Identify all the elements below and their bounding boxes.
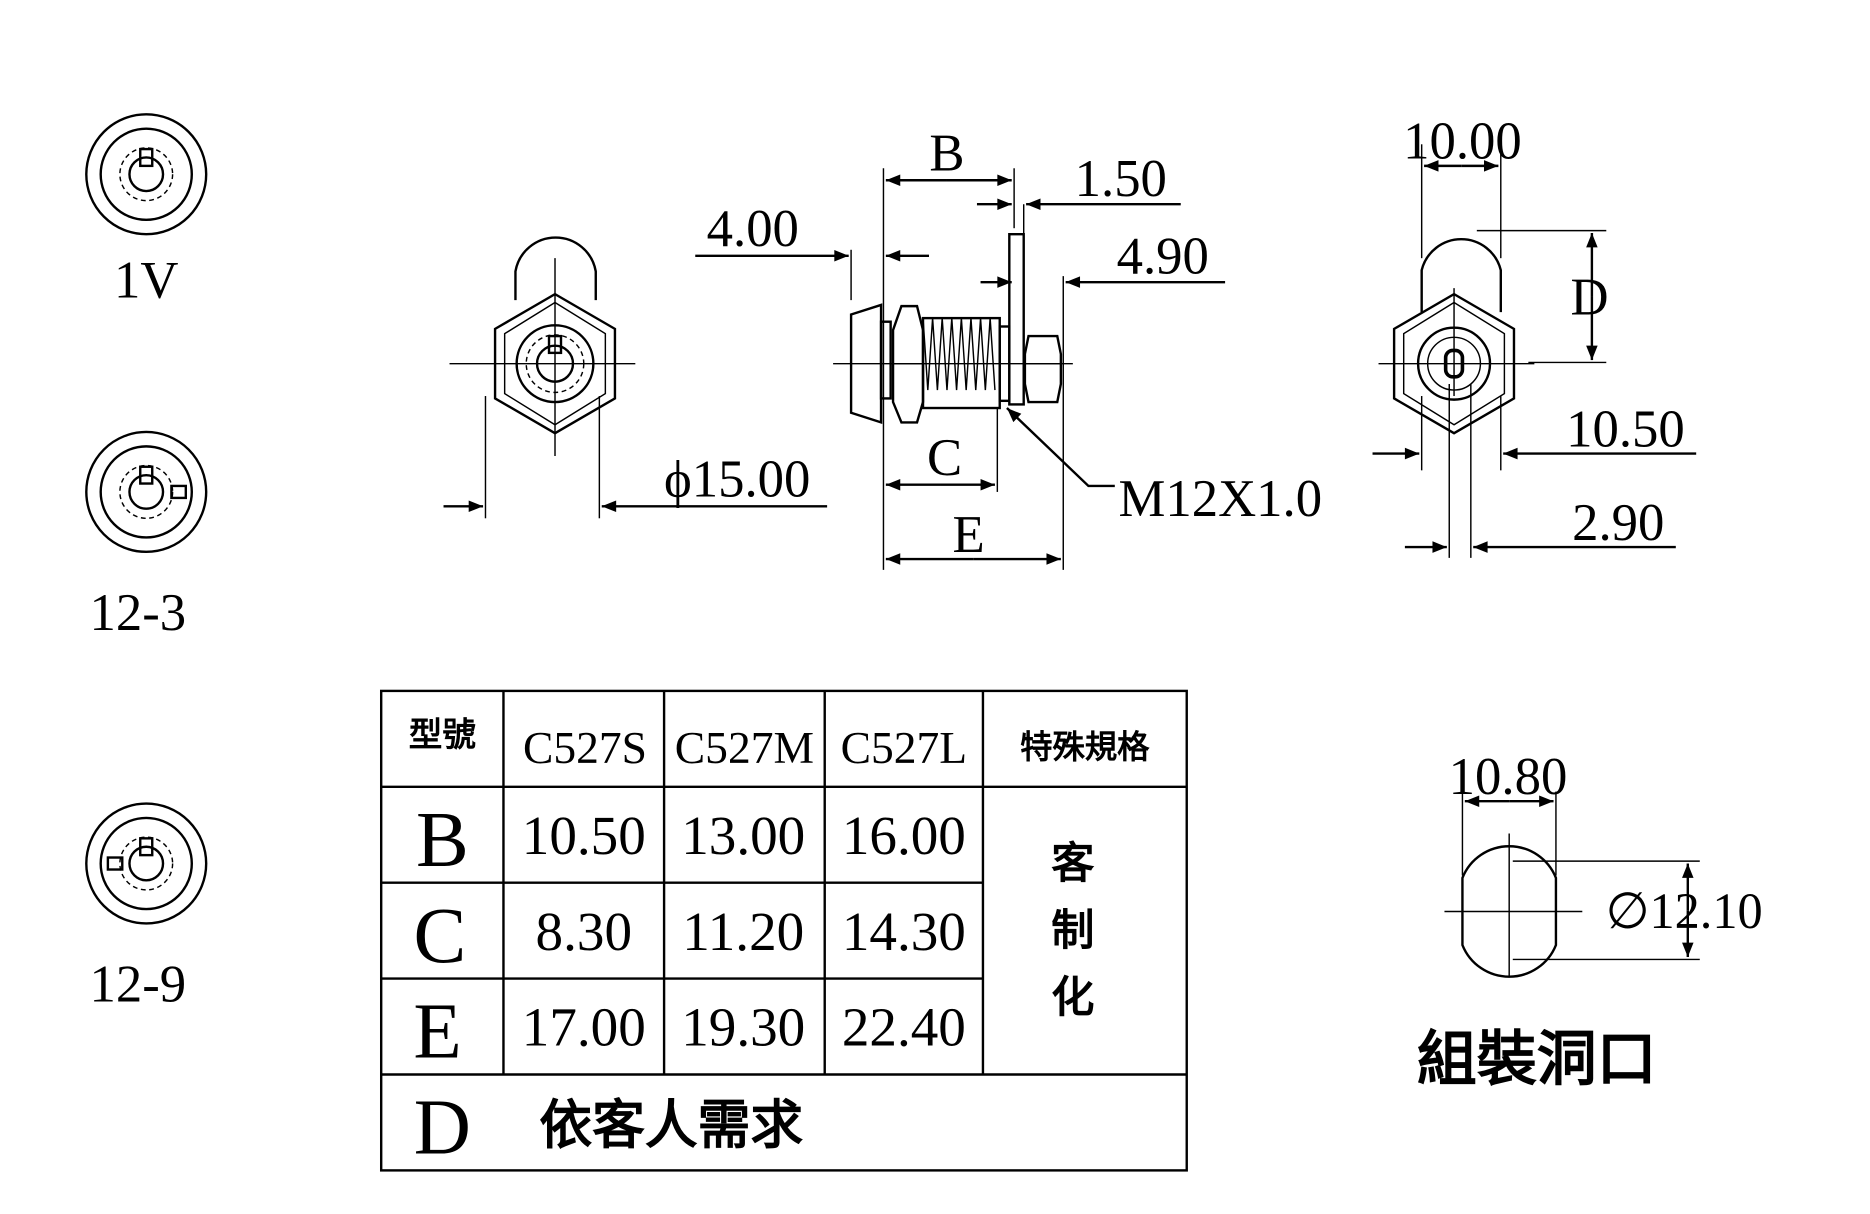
spec-table: 型號 C527S C527M C527L 特殊規格 B 10.50 13.00 … bbox=[379, 689, 1188, 1172]
dim-4-00-label: 4.00 bbox=[707, 200, 799, 258]
dim-1-50-label: 1.50 bbox=[1075, 150, 1167, 208]
header-model: 型號 bbox=[409, 715, 477, 754]
hole-width-label: 10.80 bbox=[1449, 748, 1568, 806]
row-dim-c: C bbox=[414, 893, 467, 980]
header-c527m: C527M bbox=[675, 722, 814, 773]
dim-e-label: E bbox=[952, 506, 984, 564]
cell-value: 8.30 bbox=[536, 901, 632, 962]
cell-value: 16.00 bbox=[842, 805, 966, 866]
dim-2-90-label: 2.90 bbox=[1572, 494, 1664, 552]
key-type-12-9: 12-9 bbox=[85, 802, 208, 1013]
cell-value: 19.30 bbox=[681, 997, 805, 1058]
cell-value: 10.50 bbox=[522, 805, 646, 866]
special-char: 客 bbox=[1051, 839, 1095, 889]
header-c527l: C527L bbox=[841, 722, 968, 773]
front-view: ϕ15.00 bbox=[443, 236, 828, 519]
cell-value: 11.20 bbox=[682, 901, 804, 962]
row-dim-b: B bbox=[416, 797, 469, 884]
row-dim-d: D bbox=[414, 1085, 471, 1172]
header-special: 特殊規格 bbox=[1020, 728, 1150, 766]
hole-title: 組裝洞口 bbox=[1417, 1024, 1657, 1094]
cell-value: 14.30 bbox=[842, 901, 966, 962]
key-type-label: 12-3 bbox=[90, 584, 187, 642]
cell-value: 13.00 bbox=[681, 805, 805, 866]
dim-c-label: C bbox=[927, 429, 962, 487]
row-dim-e: E bbox=[413, 989, 461, 1076]
dim-10-00-label: 10.00 bbox=[1403, 113, 1522, 171]
dim-4-90-label: 4.90 bbox=[1117, 228, 1209, 286]
header-c527s: C527S bbox=[523, 722, 647, 773]
side-view: B 1.50 4.00 4.90 C E M12X1.0 bbox=[695, 125, 1322, 570]
special-char: 化 bbox=[1051, 973, 1094, 1023]
key-type-1v: 1V bbox=[85, 113, 208, 310]
key-type-label: 1V bbox=[114, 252, 178, 310]
dim-10-50-label: 10.50 bbox=[1566, 400, 1685, 458]
dim-d-label: D bbox=[1570, 269, 1608, 327]
special-char: 制 bbox=[1051, 906, 1094, 956]
rear-view: 10.00 D 10.50 2.90 bbox=[1372, 113, 1697, 558]
mount-hole: 10.80 ∅12.10 組裝洞口 bbox=[1417, 748, 1763, 1094]
diameter-label: ϕ15.00 bbox=[664, 451, 810, 509]
key-type-label: 12-9 bbox=[90, 955, 187, 1013]
thread-label: M12X1.0 bbox=[1118, 470, 1322, 528]
key-type-12-3: 12-3 bbox=[85, 430, 208, 642]
cell-value: 22.40 bbox=[842, 997, 966, 1058]
hole-diameter-label: ∅12.10 bbox=[1606, 883, 1763, 939]
d-row-text: 依客人需求 bbox=[539, 1095, 803, 1156]
dim-b-label: B bbox=[929, 125, 964, 183]
cell-value: 17.00 bbox=[522, 997, 646, 1058]
